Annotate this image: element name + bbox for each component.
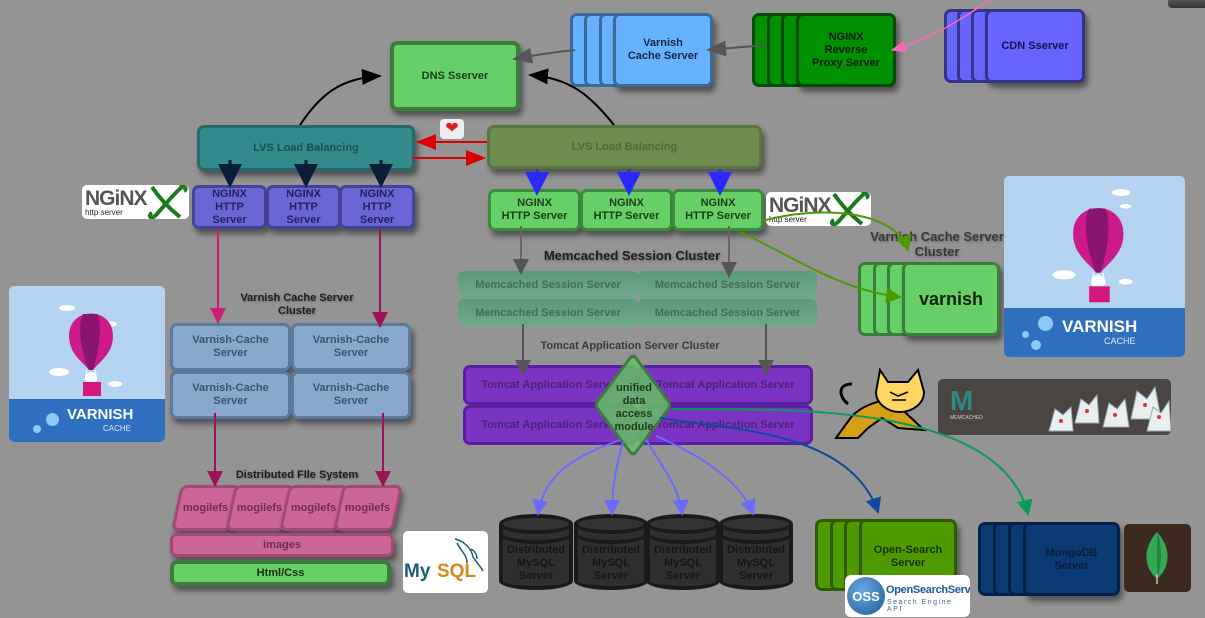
nginx-logo-sub: http server — [769, 215, 807, 224]
html-css-store[interactable]: Html/Css — [170, 560, 391, 586]
nginx-x-icon — [829, 192, 870, 226]
nginx-http-server-left-1[interactable]: NGINX HTTP Server — [192, 185, 267, 229]
mogilefs-4[interactable]: mogilefs — [333, 485, 403, 531]
bubble-icon — [46, 413, 59, 426]
unified-data-access-module[interactable]: unified data access module — [588, 351, 680, 459]
nginx-logo-right: NGiNX http server — [766, 192, 871, 226]
oss-logo-sub: Search Engine API — [887, 599, 953, 613]
varnish-logo-left: VARNISH CACHE — [9, 286, 165, 442]
tomcat-cat-icon — [834, 367, 927, 439]
memcached-server-4[interactable]: Memcached Session Server — [638, 299, 817, 327]
nginx-http-server-right-1[interactable]: NGINX HTTP Server — [488, 189, 581, 231]
memcached-server-2[interactable]: Memcached Session Server — [638, 271, 817, 299]
varnish-cache-server-label: Varnish Cache Server — [627, 37, 699, 62]
mongodb-leaf-icon — [1146, 532, 1168, 584]
bubble-icon-small — [1022, 331, 1029, 338]
lvs-load-balancing-right[interactable]: LVS Load Balancing — [487, 125, 762, 169]
nginx-http-server-right-2[interactable]: NGINX HTTP Server — [580, 189, 673, 231]
lvs-right-label: LVS Load Balancing — [571, 140, 678, 153]
mysql-my: My — [404, 561, 431, 582]
memcached-cluster-title: Memcached Session Cluster — [543, 248, 721, 263]
memcached-logo-letter: M — [950, 385, 974, 416]
mysql-server-3[interactable]: Distributed MySQL Server — [646, 514, 720, 598]
varnish-cache-server-stack[interactable]: Varnish Cache Server — [570, 13, 715, 91]
bubble-icon-small — [33, 425, 41, 433]
varnish-cache-server-left-3[interactable]: Varnish-Cache Server — [170, 371, 291, 419]
link-module-to-mysql-3 — [645, 439, 689, 516]
opensearchserver-logo: OSS OpenSearchServer Search Engine API — [845, 575, 970, 617]
unified-module-label: unified data access module — [614, 382, 654, 433]
mongodb-logo — [1124, 524, 1191, 592]
memcached-server-3[interactable]: Memcached Session Server — [458, 299, 638, 327]
varnish-cache-server-left-1[interactable]: Varnish-Cache Server — [170, 323, 291, 371]
images-store[interactable]: images — [170, 533, 394, 557]
nginx-reverse-proxy-label: NGINX Reverse Proxy Server — [812, 30, 880, 69]
link-lvs-left-to-dns — [299, 68, 382, 126]
hot-air-balloon-icon — [49, 305, 122, 396]
cdn-server-stack[interactable]: CDN Sserver — [944, 9, 1089, 87]
cdn-server-label: CDN Sserver — [1001, 39, 1069, 52]
varnish-cluster-title-left: Varnish Cache Server Cluster — [240, 292, 354, 317]
lvs-load-balancing-left[interactable]: LVS Load Balancing — [197, 125, 415, 171]
dfs-title: Distributed FIle System — [235, 469, 359, 481]
nginx-logo-text: NGiNX — [769, 194, 832, 217]
varnish-logo-text: VARNISH — [67, 406, 134, 423]
bubble-icon — [1038, 316, 1053, 331]
memcached-logo: M MEMCACHED — [938, 379, 1171, 435]
memcached-mascots-icon — [1048, 385, 1171, 432]
nginx-http-server-right-3[interactable]: NGINX HTTP Server — [672, 189, 764, 231]
mongodb-server-stack[interactable]: MongoDB Server — [978, 522, 1123, 600]
nginx-http-server-left-2[interactable]: NGINX HTTP Server — [266, 185, 341, 229]
dns-server-label: DNS Sserver — [421, 69, 489, 82]
varnish-logo-sub: CACHE — [103, 424, 132, 433]
memcached-logo-sub: MEMCACHED — [950, 415, 983, 421]
varnish-cache-server-left-4[interactable]: Varnish-Cache Server — [291, 371, 411, 419]
nginx-x-icon — [147, 185, 188, 219]
lvs-left-label: LVS Load Balancing — [253, 141, 359, 154]
mysql-server-2[interactable]: Distributed MySQL Server — [574, 514, 648, 598]
nginx-logo-text: NGiNX — [85, 187, 148, 210]
bubble-icon-medium — [1031, 340, 1041, 350]
hot-air-balloon-icon — [1052, 189, 1133, 303]
mysql-server-4[interactable]: Distributed MySQL Server — [719, 514, 793, 598]
varnish-server-stack-right[interactable]: varnish — [858, 262, 1003, 340]
opensearch-label: Open-Search Server — [873, 544, 943, 569]
mysql-server-1[interactable]: Distributed MySQL Server — [499, 514, 573, 598]
partial-window-edge — [1168, 0, 1205, 8]
mysql-sql: SQL — [437, 561, 477, 582]
nginx-logo-sub: http server — [85, 208, 123, 217]
varnish-box-label: varnish — [918, 288, 984, 309]
tomcat-cluster-title: Tomcat Application Server Cluster — [540, 340, 720, 352]
link-module-to-mysql-1 — [532, 439, 621, 516]
link-module-to-mysql-2 — [604, 441, 624, 516]
dns-server[interactable]: DNS Sserver — [390, 41, 520, 111]
mysql-logo: My SQL — [403, 531, 488, 593]
oss-badge-icon: OSS — [847, 577, 885, 615]
nginx-http-server-left-3[interactable]: NGINX HTTP Server — [339, 185, 415, 229]
mongodb-label: MongoDB Server — [1045, 547, 1098, 572]
varnish-cluster-title-right: Varnish Cache Server Cluster — [870, 229, 1004, 259]
dolphin-icon — [454, 538, 484, 572]
memcached-server-1[interactable]: Memcached Session Server — [458, 271, 638, 299]
oss-logo-text: OpenSearchServer — [886, 584, 970, 596]
link-varnish-to-dns — [512, 47, 576, 64]
heartbeat-heart-icon: ❤ — [440, 119, 464, 139]
varnish-cache-server-left-2[interactable]: Varnish-Cache Server — [291, 323, 411, 371]
nginx-logo-left: NGiNX http server — [82, 185, 189, 219]
nginx-reverse-proxy-stack[interactable]: NGINX Reverse Proxy Server — [752, 13, 897, 91]
varnish-logo-right: VARNISH CACHE — [1004, 176, 1185, 357]
varnish-logo-sub: CACHE — [1104, 336, 1136, 346]
varnish-logo-text: VARNISH — [1062, 317, 1138, 336]
